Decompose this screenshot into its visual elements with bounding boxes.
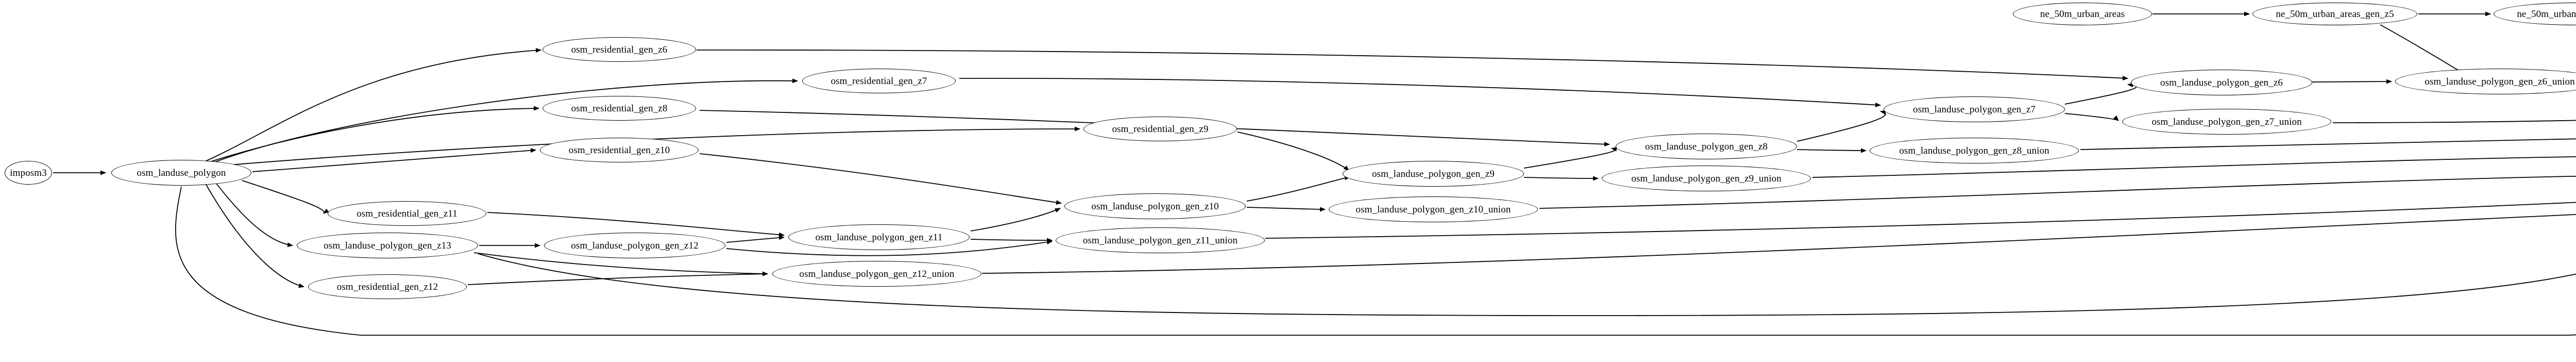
graph-node-label: osm_residential_gen_z6 — [571, 44, 668, 55]
graph-node-label: osm_landuse_polygon_gen_z6 — [2160, 77, 2283, 88]
graph-node-osm_landuse_polygon[interactable]: osm_landuse_polygon — [111, 160, 251, 186]
graph-node-label: ne_50m_urban_areas_gen_z5 — [2276, 8, 2394, 20]
graph-node-label: ne_50m_urban_areas — [2040, 8, 2125, 20]
graph-node-label: osm_residential_gen_z10 — [568, 144, 670, 156]
graph-node-osm_landuse_polygon_gen_z10[interactable]: osm_landuse_polygon_gen_z10 — [1064, 193, 1246, 219]
graph-node-osm_landuse_polygon_gen_z10_union[interactable]: osm_landuse_polygon_gen_z10_union — [1329, 196, 1538, 222]
graph-node-label: osm_residential_gen_z7 — [831, 75, 927, 87]
graph-node-osm_landuse_polygon_gen_z11[interactable]: osm_landuse_polygon_gen_z11 — [788, 224, 970, 250]
graph-node-osm_landuse_polygon_gen_z9[interactable]: osm_landuse_polygon_gen_z9 — [1343, 161, 1524, 187]
graph-node-label: osm_landuse_polygon_gen_z13 — [324, 240, 451, 251]
graph-node-osm_landuse_polygon_gen_z8[interactable]: osm_landuse_polygon_gen_z8 — [1616, 134, 1797, 159]
graph-node-imposm3[interactable]: imposm3 — [5, 161, 52, 185]
graph-node-osm_landuse_polygon_gen_z9_union[interactable]: osm_landuse_polygon_gen_z9_union — [1602, 166, 1811, 191]
graph-node-label: osm_landuse_polygon_gen_z11 — [815, 232, 943, 243]
graph-node-label: osm_landuse_polygon_gen_z12_union — [799, 268, 955, 279]
graph-node-label: osm_landuse_polygon_gen_z7_union — [2151, 116, 2302, 127]
graph-node-osm_landuse_polygon_gen_z6[interactable]: osm_landuse_polygon_gen_z6 — [2131, 70, 2312, 95]
graph-node-label: osm_residential_gen_z12 — [336, 281, 438, 292]
graph-node-ne_50m_urban_areas_gen_z5[interactable]: ne_50m_urban_areas_gen_z5 — [2252, 3, 2417, 25]
graph-node-osm_landuse_polygon_gen_z8_union[interactable]: osm_landuse_polygon_gen_z8_union — [1870, 138, 2079, 163]
graph-node-osm_landuse_polygon_gen_z11_union[interactable]: osm_landuse_polygon_gen_z11_union — [1056, 227, 1265, 253]
graph-node-osm_landuse_polygon_gen_z12_union[interactable]: osm_landuse_polygon_gen_z12_union — [772, 261, 981, 287]
graph-node-label: osm_landuse_polygon_gen_z7 — [1913, 104, 2036, 115]
graph-node-osm_landuse_polygon_gen_z6_union[interactable]: osm_landuse_polygon_gen_z6_union — [2395, 69, 2576, 94]
graph-node-label: osm_landuse_polygon_gen_z10_union — [1355, 204, 1511, 215]
graph-node-osm_landuse_polygon_gen_z7[interactable]: osm_landuse_polygon_gen_z7 — [1884, 96, 2065, 122]
graph-node-osm_landuse_polygon_gen_z13[interactable]: osm_landuse_polygon_gen_z13 — [297, 233, 478, 258]
graph-node-label: osm_residential_gen_z9 — [1112, 123, 1209, 135]
graph-node-label: osm_landuse_polygon_gen_z12 — [571, 240, 699, 251]
graph-node-osm_landuse_polygon_gen_z12[interactable]: osm_landuse_polygon_gen_z12 — [544, 233, 725, 258]
graph-node-label: osm_landuse_polygon_gen_z8_union — [1899, 145, 2049, 156]
graph-node-osm_residential_gen_z6[interactable]: osm_residential_gen_z6 — [543, 37, 696, 62]
graph-node-osm_residential_gen_z8[interactable]: osm_residential_gen_z8 — [543, 96, 696, 121]
graph-node-label: ne_50m_urban_areas_gen_z4 — [2517, 8, 2576, 20]
graph-node-label: osm_landuse_polygon_gen_z9_union — [1631, 173, 1782, 184]
graph-node-osm_residential_gen_z11[interactable]: osm_residential_gen_z11 — [328, 201, 486, 226]
graph-node-osm_residential_gen_z9[interactable]: osm_residential_gen_z9 — [1083, 117, 1237, 141]
graph-node-label: osm_landuse_polygon — [137, 167, 226, 178]
graph-node-label: imposm3 — [10, 167, 47, 178]
graph-node-osm_residential_gen_z12[interactable]: osm_residential_gen_z12 — [308, 274, 467, 299]
graph-node-ne_50m_urban_areas[interactable]: ne_50m_urban_areas — [2013, 3, 2152, 25]
graph-node-osm_residential_gen_z7[interactable]: osm_residential_gen_z7 — [802, 69, 956, 93]
graph-node-label: osm_residential_gen_z8 — [571, 103, 668, 114]
graph-node-label: osm_landuse_polygon_gen_z6_union — [2425, 76, 2575, 87]
graph-node-label: osm_landuse_polygon_gen_z8 — [1645, 141, 1768, 152]
graph-node-label: osm_landuse_polygon_gen_z9 — [1372, 168, 1495, 179]
graph-node-label: osm_residential_gen_z11 — [357, 208, 457, 219]
graph-node-label: osm_landuse_polygon_gen_z11_union — [1082, 235, 1238, 246]
graph-node-osm_residential_gen_z10[interactable]: osm_residential_gen_z10 — [540, 138, 699, 162]
graph-node-osm_landuse_polygon_gen_z7_union[interactable]: osm_landuse_polygon_gen_z7_union — [2122, 109, 2331, 135]
graph-node-label: osm_landuse_polygon_gen_z10 — [1091, 201, 1219, 212]
